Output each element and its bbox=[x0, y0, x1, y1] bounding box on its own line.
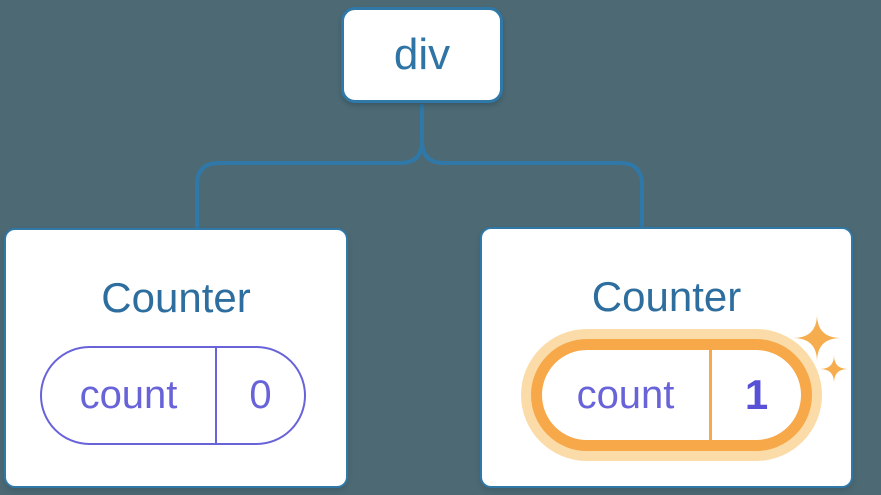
counter-card-left: Counter count 0 bbox=[4, 228, 348, 488]
state-value-updated: 1 bbox=[744, 371, 769, 418]
counter-card-right: Counter count 1 bbox=[480, 227, 853, 488]
root-node-label: div bbox=[393, 30, 451, 79]
root-node: div bbox=[341, 7, 503, 103]
component-title-left: Counter bbox=[101, 274, 251, 321]
connector-right-branch bbox=[420, 104, 644, 228]
sparkles-icon bbox=[793, 314, 848, 383]
connector-left-branch bbox=[195, 104, 424, 228]
state-key-label: count bbox=[42, 348, 217, 443]
sparkle-small-icon bbox=[820, 355, 848, 383]
sparkle-large-icon bbox=[793, 314, 841, 362]
state-pill: count 0 bbox=[40, 346, 306, 445]
state-pill-highlighted: count 1 bbox=[531, 339, 812, 451]
state-key-label: count bbox=[542, 350, 712, 440]
component-title-right: Counter bbox=[591, 273, 742, 320]
state-value: 0 bbox=[249, 373, 272, 417]
